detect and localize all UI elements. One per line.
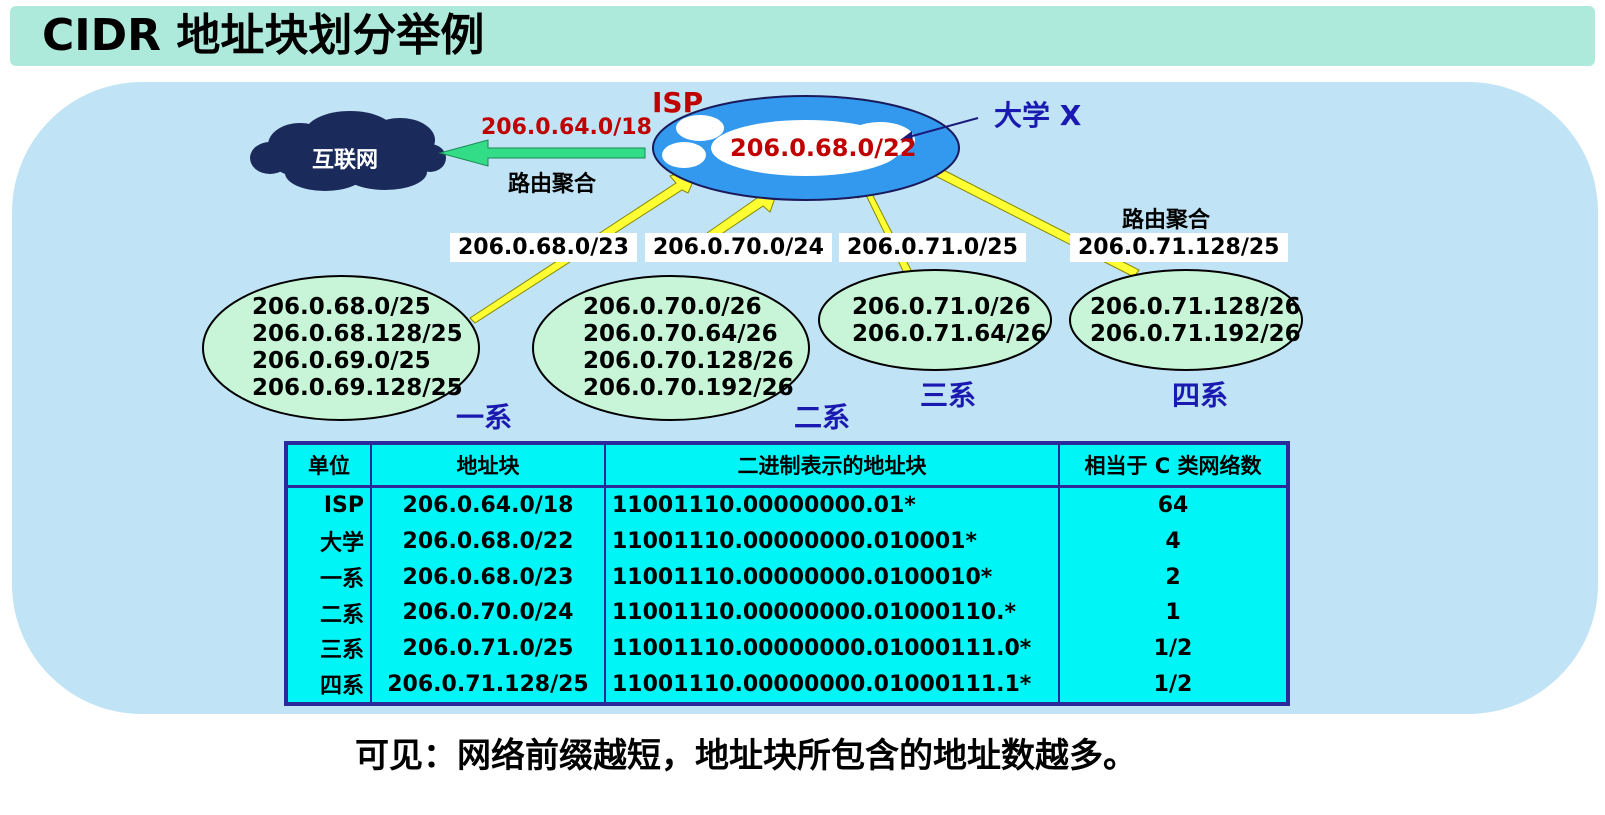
table-cell: 2	[1058, 559, 1288, 595]
route-label-dept2: 206.0.70.0/24	[645, 233, 832, 262]
table-cell: 206.0.68.0/23	[370, 559, 605, 595]
dept1-block: 206.0.69.0/25	[252, 348, 431, 374]
dept1-name: 一系	[456, 401, 513, 434]
table-cell: 一系	[319, 567, 364, 593]
table-row: 二系 206.0.70.0/24 11001110.00000000.01000…	[286, 594, 1288, 631]
dept2-block: 206.0.70.128/26	[583, 348, 794, 374]
table-cell: 1/2	[1058, 666, 1288, 704]
cidr-table: 单位 地址块 二进制表示的地址块 相当于 C 类网络数 ISP 206.0.64…	[284, 441, 1290, 706]
dept2-block: 206.0.70.192/26	[583, 375, 794, 401]
table-row: 大学 206.0.68.0/22 11001110.00000000.01000…	[286, 523, 1288, 560]
table-cell: 64	[1058, 486, 1288, 524]
table-cell: 11001110.00000000.010001*	[604, 523, 1059, 560]
internet-cloud-icon	[250, 111, 446, 191]
dept3-block: 206.0.71.0/26	[852, 294, 1031, 320]
table-cell: 206.0.70.0/24	[370, 594, 605, 631]
table-cell: 4	[1058, 523, 1288, 560]
university-block: 206.0.68.0/22	[730, 134, 917, 162]
university-label: 大学 X	[994, 99, 1082, 132]
table-cell: 206.0.71.128/25	[370, 666, 605, 704]
dept3-oval	[818, 269, 1052, 371]
dept2-block: 206.0.70.0/26	[583, 294, 762, 320]
isp-aggregate-route: 206.0.64.0/18	[481, 115, 652, 140]
table-cell: 11001110.00000000.01000110.*	[604, 594, 1059, 631]
university-pointer	[900, 117, 979, 143]
isp-oval	[652, 95, 960, 201]
table-cell: 206.0.64.0/18	[370, 486, 605, 524]
table-cell: ISP	[323, 493, 364, 519]
title-bar	[10, 6, 1595, 66]
dept2-blocks: 206.0.70.0/26 206.0.70.64/26 206.0.70.12…	[583, 294, 794, 402]
table-header: 地址块	[370, 443, 605, 488]
table-cell: 三系	[319, 638, 364, 664]
dept4-block: 206.0.71.192/26	[1090, 321, 1301, 347]
dept3-name: 三系	[920, 379, 977, 412]
table-header: 相当于 C 类网络数	[1058, 443, 1288, 488]
table-cell: 206.0.71.0/25	[370, 630, 605, 667]
page-title: CIDR 地址块划分举例	[42, 10, 485, 61]
aggregate-caption-left: 路由聚合	[508, 172, 597, 197]
dept4-block: 206.0.71.128/26	[1090, 294, 1301, 320]
table-cell: 四系	[319, 674, 364, 700]
dept4-name: 四系	[1172, 379, 1229, 412]
table-cell: 206.0.68.0/22	[370, 523, 605, 560]
table-header: 单位	[286, 443, 371, 488]
conclusion-text: 可见：网络前缀越短，地址块所包含的地址数越多。	[355, 736, 1137, 776]
isp-label: ISP	[652, 86, 704, 119]
dept4-blocks: 206.0.71.128/26 206.0.71.192/26	[1090, 294, 1301, 348]
table-row: 三系 206.0.71.0/25 11001110.00000000.01000…	[286, 630, 1288, 667]
aggregate-caption-right: 路由聚合	[1122, 208, 1211, 233]
table-cell: 11001110.00000000.01000111.0*	[604, 630, 1059, 667]
dept4-oval	[1069, 269, 1303, 371]
table-row: ISP 206.0.64.0/18 11001110.00000000.01* …	[286, 486, 1288, 524]
dept2-oval	[532, 275, 810, 421]
table-header-row: 单位 地址块 二进制表示的地址块 相当于 C 类网络数	[286, 443, 1288, 488]
table-cell: 11001110.00000000.0100010*	[604, 559, 1059, 595]
route-label-dept1: 206.0.68.0/23	[450, 233, 637, 262]
table-cell: 大学	[319, 531, 364, 557]
dept1-block: 206.0.69.128/25	[252, 375, 463, 401]
table-cell: 1/2	[1058, 630, 1288, 667]
dept1-block: 206.0.68.0/25	[252, 294, 431, 320]
route-label-dept4: 206.0.71.128/25	[1070, 233, 1288, 262]
dept1-oval	[202, 275, 480, 421]
dept2-name: 二系	[794, 401, 851, 434]
dept2-block: 206.0.70.64/26	[583, 321, 778, 347]
dept3-block: 206.0.71.64/26	[852, 321, 1047, 347]
table-row: 四系 206.0.71.128/25 11001110.00000000.010…	[286, 666, 1288, 704]
table-cell: 11001110.00000000.01000111.1*	[604, 666, 1059, 704]
aggregate-arrow-green	[438, 139, 646, 167]
route-label-dept3: 206.0.71.0/25	[839, 233, 1026, 262]
dept1-blocks: 206.0.68.0/25 206.0.68.128/25 206.0.69.0…	[252, 294, 463, 402]
table-row: 一系 206.0.68.0/23 11001110.00000000.01000…	[286, 559, 1288, 595]
dept3-blocks: 206.0.71.0/26 206.0.71.64/26	[852, 294, 1047, 348]
table-header: 二进制表示的地址块	[604, 443, 1059, 488]
table-cell: 二系	[319, 602, 364, 628]
dept1-block: 206.0.68.128/25	[252, 321, 463, 347]
table-cell: 1	[1058, 594, 1288, 631]
internet-label: 互联网	[312, 148, 379, 173]
table-cell: 11001110.00000000.01*	[604, 486, 1059, 524]
